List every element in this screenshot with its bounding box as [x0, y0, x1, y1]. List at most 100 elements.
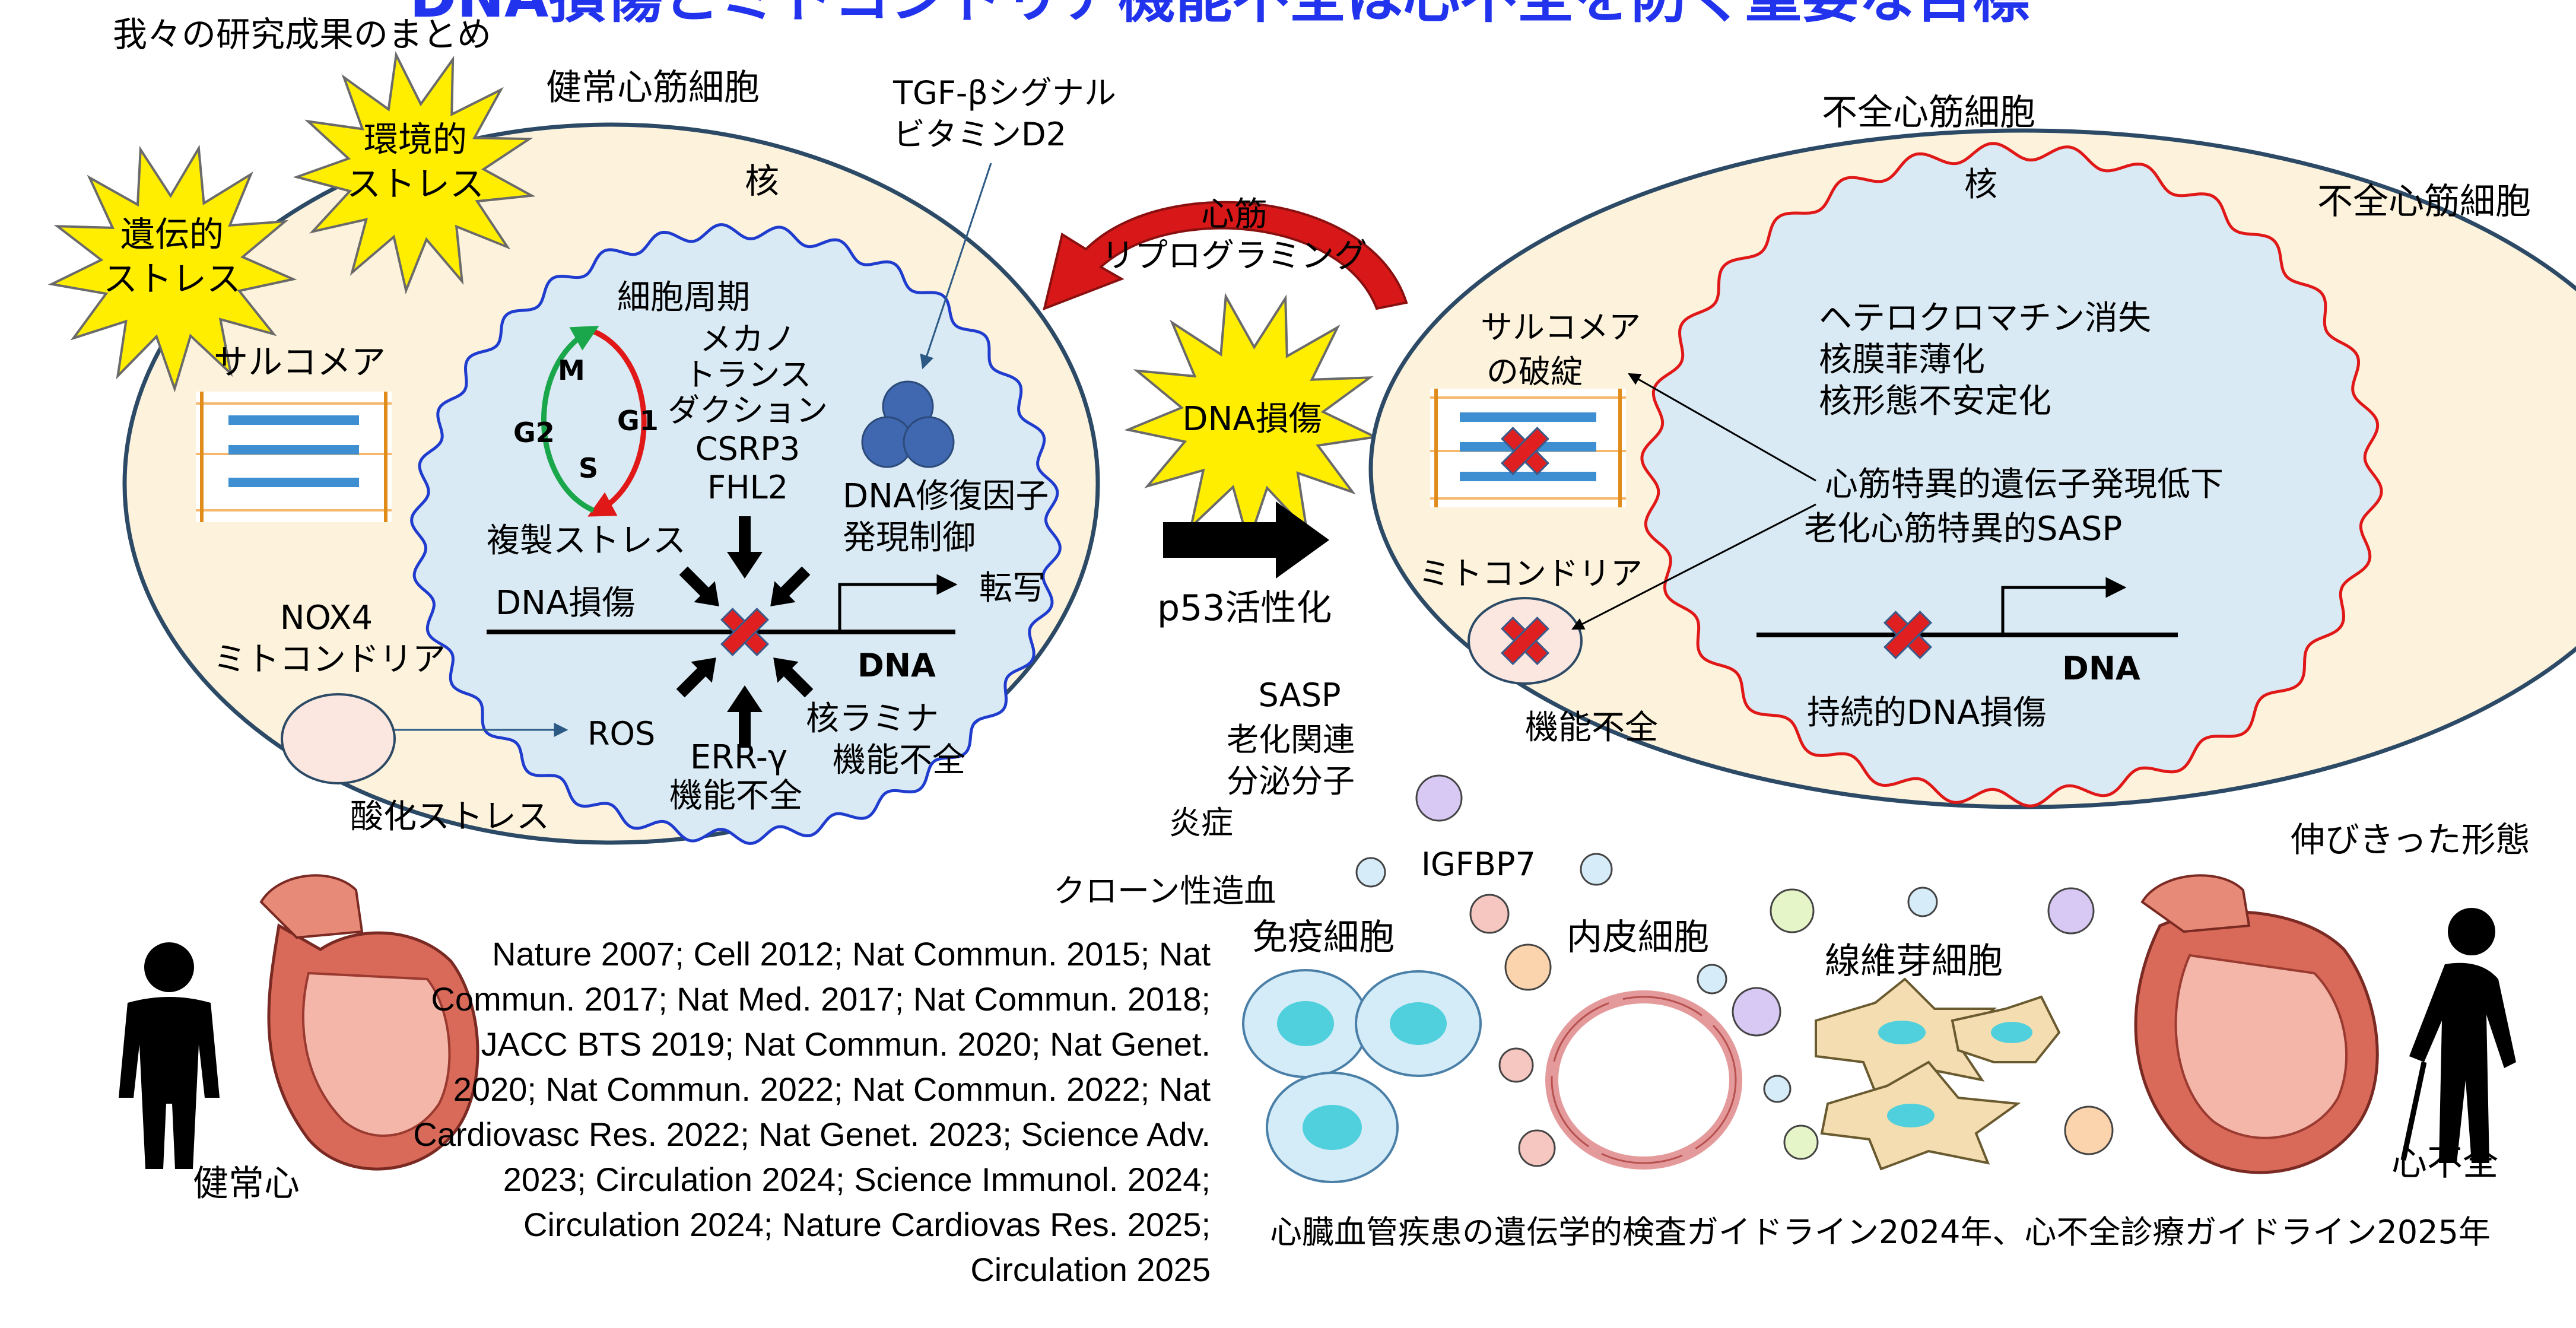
clonal-label: クローン性造血	[1053, 872, 1276, 910]
change-line-3: 核形態不安定化	[1819, 382, 2051, 421]
transcription-label: 転写	[979, 569, 1046, 608]
lamina-line-2: 機能不全	[833, 741, 965, 780]
dna-repair-line-1: DNA修復因子	[843, 477, 1049, 516]
igfbp7-label: IGFBP7	[1421, 846, 1536, 883]
healthy-cell-label: 健常心筋細胞	[546, 67, 760, 109]
replication-stress: 複製ストレス	[487, 522, 686, 560]
sasp-line-1: SASP	[1258, 676, 1341, 714]
mechano-line-1: メカノ	[700, 320, 796, 358]
genetic-stress-label-2: ストレス	[103, 259, 241, 299]
sarcomere-break-line-2: の破綻	[1486, 353, 1583, 390]
pointer-to-mito	[1571, 503, 1816, 630]
failing-nucleus-label: 核	[1964, 166, 1997, 204]
cell-cycle-label: 細胞周期	[617, 278, 750, 317]
dna-damage-label: DNA損傷	[495, 584, 635, 622]
lamina-line-1: 核ラミナ	[806, 700, 939, 738]
immune-cells	[1242, 969, 1482, 1183]
failing-heart-image	[2134, 874, 2379, 1174]
dysfunction-label: 機能不全	[1525, 709, 1658, 747]
environmental-stress-star	[293, 50, 536, 295]
inflammation-label: 炎症	[1169, 804, 1233, 841]
dna-label-failing: DNA	[2062, 650, 2140, 687]
reprogramming-line-1: 心筋	[1201, 195, 1268, 234]
reprogramming-line-2: リプログラミング	[1101, 237, 1367, 275]
mito-failure-x	[1500, 616, 1550, 666]
sarcomere-failing	[1430, 389, 1626, 507]
mechano-line-2: トランス	[684, 356, 812, 393]
nuclear-changes: ヘテロクロマチン消失 核膜菲薄化 核形態不安定化 心筋特異的遺伝子発現低下 老化…	[1804, 299, 2224, 548]
nox4-line-2: ミトコンドリア	[213, 640, 446, 679]
dna-damage-star-label: DNA損傷	[1182, 400, 1322, 439]
progression-arrow	[1163, 501, 1329, 579]
guideline-text: 心臓血管疾患の遺伝学的検査ガイドライン2024年、心不全診療ガイドライン2025…	[1270, 1213, 2491, 1251]
cell-cycle-red-arc	[586, 326, 647, 517]
gene-expr-line-1: 心筋特異的遺伝子発現低下	[1825, 465, 2224, 504]
nox4-line-1: NOX4	[280, 599, 373, 637]
endothelial-label: 内皮細胞	[1567, 917, 1709, 958]
endothelial-ring	[1545, 990, 1742, 1170]
healthy-person-icon	[119, 942, 220, 1169]
sarcomere-label: サルコメア	[214, 342, 386, 382]
sarcomere-break-line-1: サルコメア	[1481, 309, 1641, 346]
mito-failing-label: ミトコンドリア	[1418, 555, 1643, 592]
transcription-arrow-failing	[2001, 577, 2127, 635]
immune-label: 免疫細胞	[1252, 917, 1395, 958]
healthy-heart-label: 健常心	[193, 1163, 300, 1205]
mechano-line-3: ダクション	[668, 392, 828, 429]
phase-s: S	[579, 452, 598, 484]
sasp-line-2: 老化関連	[1227, 721, 1355, 758]
persistent-damage-label: 持続的DNA損傷	[1807, 694, 2046, 732]
tgf-arrow	[920, 163, 992, 370]
dna-repair-line-2: 発現制御	[843, 519, 976, 557]
healthy-heart-image	[259, 874, 479, 1171]
err-line-1: ERR-γ	[690, 738, 787, 777]
change-line-1: ヘテロクロマチン消失	[1819, 299, 2151, 338]
reprogramming-arc	[1043, 201, 1408, 311]
mechano-line-4: CSRP3	[695, 430, 800, 468]
dna-label-healthy: DNA	[857, 647, 936, 684]
sasp-line-3: 分泌分子	[1227, 763, 1355, 800]
phase-g2: G2	[513, 417, 555, 449]
failing-nucleus	[1640, 142, 2383, 808]
err-line-2: 機能不全	[669, 777, 802, 815]
dna-damage-x-failing	[1883, 610, 1933, 660]
healthy-nucleus-label: 核	[745, 161, 779, 201]
environmental-stress-label-2: ストレス	[347, 164, 484, 204]
subtitle: 我々の研究成果のまとめ	[113, 14, 491, 55]
sarcomere-healthy	[196, 392, 392, 522]
mechano-text: メカノ トランス ダクション CSRP3 FHL2	[668, 320, 828, 506]
elderly-person-icon	[2400, 908, 2516, 1163]
elongated-label: 伸びきった形態	[2291, 819, 2530, 860]
title-fragment: DNA損傷とミトコンドリア機能不全は心不全を防ぐ重要な目標	[409, 0, 2029, 30]
converging-arrows	[676, 516, 814, 748]
fibroblast-label: 線維芽細胞	[1825, 941, 2003, 982]
dna-damage-x-healthy	[720, 607, 770, 657]
transcription-arrow	[838, 574, 958, 632]
repair-factor-cluster	[861, 380, 955, 468]
references-text: Nature 2007; Cell 2012; Nat Commun. 2015…	[413, 935, 1211, 1288]
oxidative-stress-label: 酸化ストレス	[350, 798, 549, 836]
genetic-stress-star	[47, 144, 297, 393]
mechano-line-5: FHL2	[707, 469, 788, 506]
change-line-2: 核膜菲薄化	[1819, 341, 1985, 379]
gene-expr-line-2: 老化心筋特異的SASP	[1804, 510, 2122, 548]
failing-heart-label: 心不全	[2391, 1142, 2498, 1184]
tgf-line-2: ビタミンD2	[893, 116, 1066, 153]
pointer-to-sarcomere	[1628, 373, 1816, 482]
genetic-stress-label-1: 遺伝的	[120, 214, 224, 255]
phase-g1: G1	[617, 405, 659, 437]
phase-m: M	[558, 354, 585, 386]
p53-label: p53活性化	[1157, 587, 1332, 629]
cell-cycle-green-arc	[541, 325, 599, 513]
ros-label: ROS	[587, 715, 655, 752]
failing-cell-label: 不全心筋細胞	[1822, 92, 2035, 134]
environmental-stress-label-1: 環境的	[364, 119, 467, 160]
tgf-line-1: TGF-βシグナル	[892, 74, 1116, 112]
failing-cell-side-label: 不全心筋細胞	[2317, 181, 2531, 223]
mitochondria-healthy	[281, 693, 396, 784]
secreted-molecules	[1355, 774, 2114, 1167]
fibroblast-cells	[1815, 977, 2061, 1171]
healthy-nucleus	[410, 223, 1062, 846]
